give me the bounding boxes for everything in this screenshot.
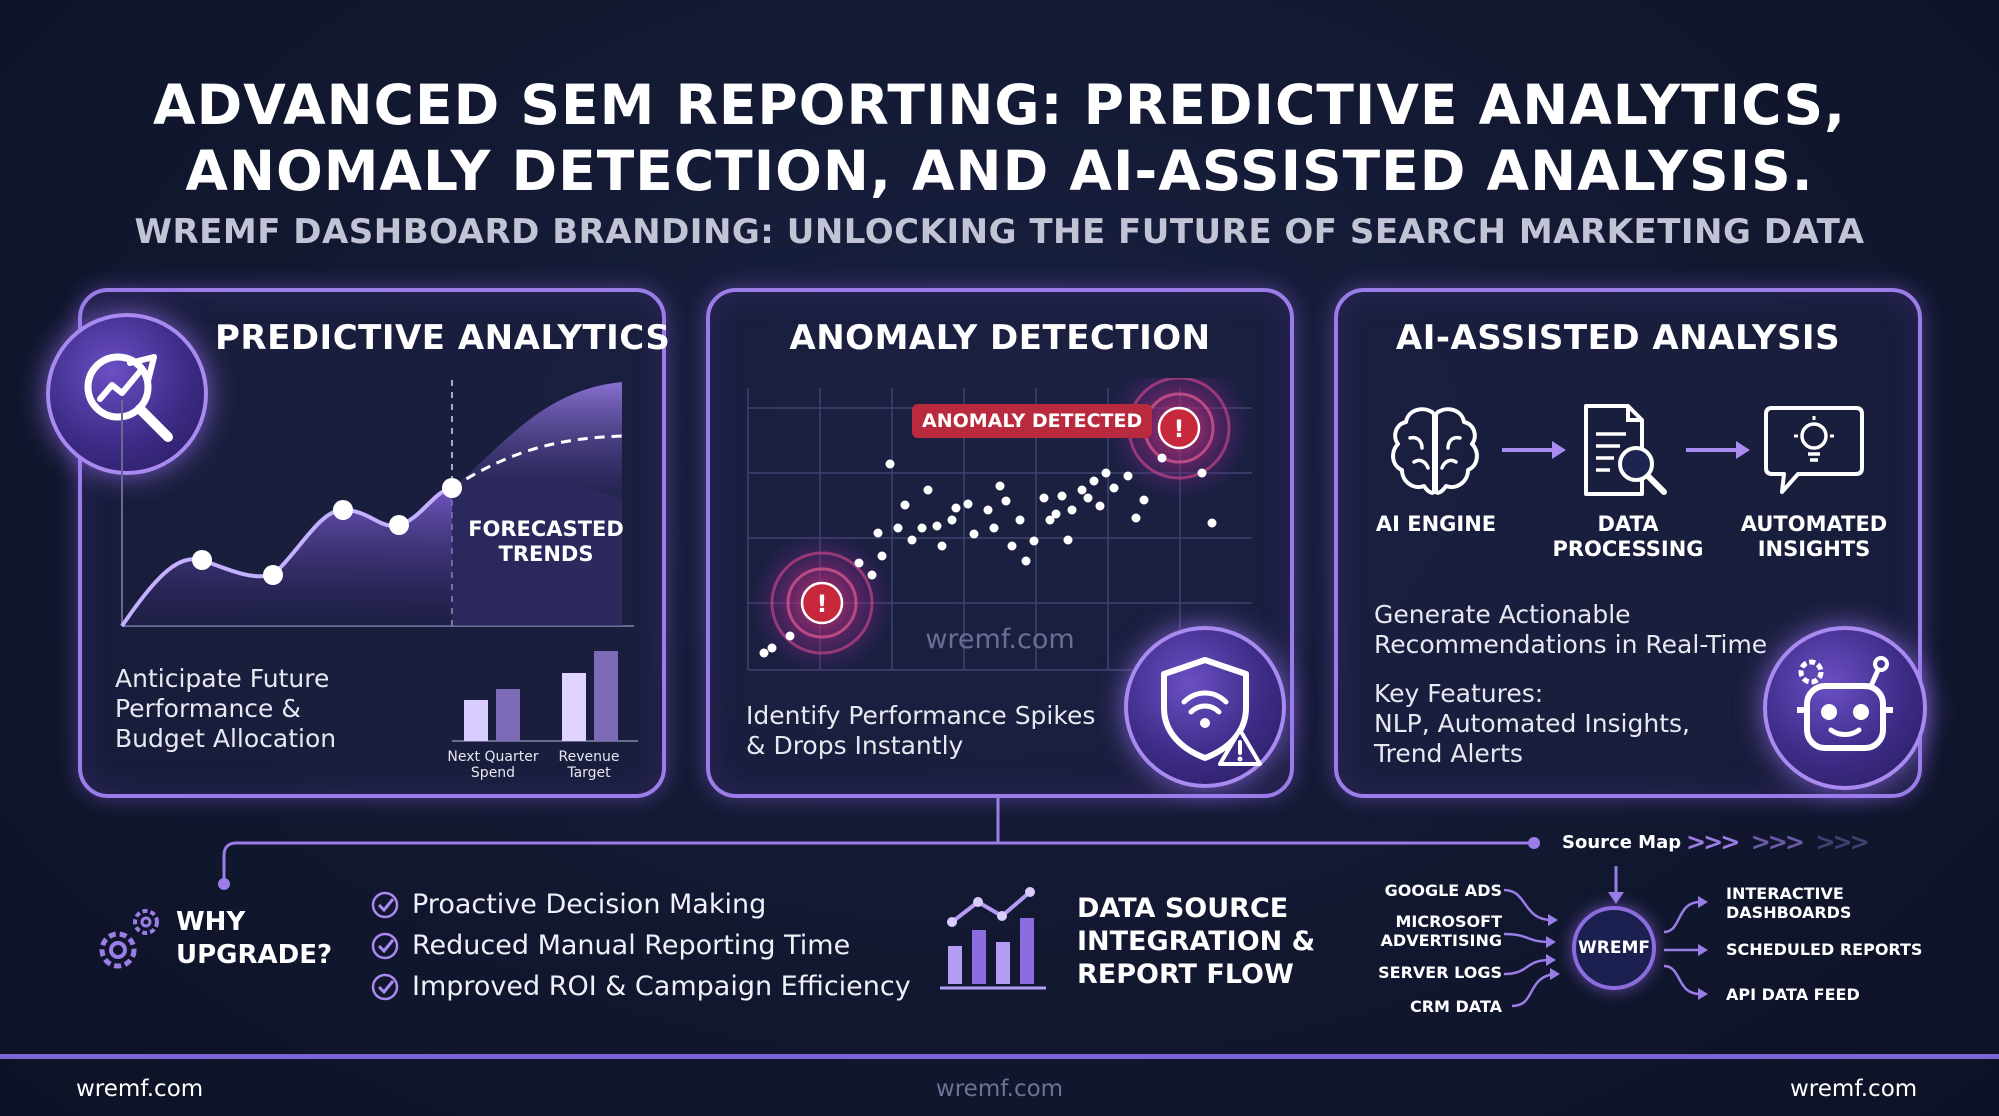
- chevrons-right-icon: >>> >>> >>>: [1686, 828, 1870, 856]
- lightbulb-chat-icon: [1764, 406, 1864, 494]
- page-title-line-1: ADVANCED SEM REPORTING: PREDICTIVE ANALY…: [153, 73, 1846, 137]
- source-google-ads: GOOGLE ADS: [1384, 881, 1502, 900]
- flow-connectors: [1503, 866, 1624, 1008]
- alert-marker-low: [800, 581, 844, 625]
- page-title-line-2: ANOMALY DETECTION, AND AI-ASSISTED ANALY…: [185, 139, 1814, 203]
- source-crm-data: CRM DATA: [1409, 997, 1502, 1016]
- trend-magnifier-icon: [46, 313, 208, 475]
- check-circle-icon: [371, 891, 399, 918]
- output-connectors: [1663, 896, 1708, 1000]
- bar-label-next-quarter: Next Quarter Spend: [447, 749, 539, 781]
- bar-label-revenue: Revenue Target: [558, 749, 620, 781]
- trend-point: [333, 500, 353, 520]
- bar-revenue-2: [594, 651, 618, 741]
- ai-assisted-analysis-title: AI-ASSISTED ANALYSIS: [1395, 318, 1841, 358]
- gears-icon: [99, 909, 159, 969]
- trend-point: [389, 515, 409, 535]
- trend-point: [442, 478, 462, 498]
- check-circle-icon: [371, 932, 399, 959]
- alert-marker-high: [1157, 406, 1201, 450]
- predictive-analytics-title: PREDICTIVE ANALYTICS: [215, 318, 671, 358]
- anomaly-scatter-plot: ! !: [747, 378, 1252, 675]
- shield-wifi-warning-icon: [1124, 626, 1286, 788]
- list-item: Reduced Manual Reporting Time: [370, 925, 911, 966]
- source-map-label: Source Map: [1562, 832, 1682, 853]
- predictive-description: Anticipate Future Performance & Budget A…: [115, 664, 337, 753]
- forecast-trend-chart: [120, 380, 634, 628]
- upgrade-benefits-list: Proactive Decision Making Reduced Manual…: [370, 884, 911, 1007]
- bar-revenue-1: [562, 673, 586, 741]
- check-circle-icon: [371, 973, 399, 1000]
- arrow-right-icon: [1502, 441, 1566, 459]
- automated-insights-label: AUTOMATED INSIGHTS: [1740, 512, 1888, 561]
- bar-next-quarter-2: [496, 689, 520, 741]
- anomaly-detected-badge: ANOMALY DETECTED: [912, 404, 1153, 438]
- anomaly-detection-title: ANOMALY DETECTION: [789, 318, 1211, 358]
- source-server-logs: SERVER LOGS: [1378, 963, 1502, 982]
- integration-title: DATA SOURCE INTEGRATION & REPORT FLOW: [1077, 893, 1316, 990]
- data-processing-label: DATA PROCESSING: [1552, 512, 1704, 561]
- wremf-hub: WREMF: [1572, 906, 1656, 990]
- footer-link-left[interactable]: wremf.com: [76, 1076, 204, 1102]
- ai-key-features-text: Key Features: NLP, Automated Insights, T…: [1374, 679, 1690, 768]
- source-microsoft-advertising: MICROSOFT ADVERTISING: [1380, 912, 1502, 950]
- footer-link-right[interactable]: wremf.com: [1790, 1076, 1918, 1102]
- anomaly-description: Identify Performance Spikes & Drops Inst…: [746, 701, 1096, 760]
- why-upgrade-title: WHY UPGRADE?: [176, 907, 333, 970]
- trend-point: [192, 550, 212, 570]
- arrow-right-icon: [1686, 441, 1750, 459]
- trend-point: [263, 565, 283, 585]
- list-item: Proactive Decision Making: [370, 884, 911, 925]
- footer-divider: [0, 1054, 1999, 1059]
- document-search-icon: [1584, 404, 1667, 496]
- svg-text:!: !: [1174, 415, 1185, 443]
- svg-text:!: !: [817, 590, 828, 618]
- output-api-data-feed: API DATA FEED: [1726, 985, 1860, 1004]
- bar-chart-trend-icon: [940, 887, 1046, 990]
- budget-bar-chart: [452, 651, 638, 742]
- list-item: Improved ROI & Campaign Efficiency: [370, 966, 911, 1007]
- footer-watermark: wremf.com: [935, 1076, 1064, 1102]
- panel-connector-lines: [218, 798, 1540, 890]
- chart-watermark: wremf.com: [925, 624, 1075, 655]
- ai-engine-label: AI ENGINE: [1375, 512, 1497, 536]
- forecast-label: FORECASTED TRENDS: [468, 517, 624, 566]
- page-subtitle: WREMF DASHBOARD BRANDING: UNLOCKING THE …: [134, 212, 1865, 252]
- brain-icon: [1391, 407, 1479, 495]
- output-interactive-dashboards: INTERACTIVE DASHBOARDS: [1726, 884, 1852, 922]
- bar-next-quarter-1: [464, 700, 488, 741]
- output-scheduled-reports: SCHEDULED REPORTS: [1726, 940, 1923, 959]
- ai-recommendations-text: Generate Actionable Recommendations in R…: [1374, 600, 1768, 659]
- robot-icon: [1763, 626, 1927, 790]
